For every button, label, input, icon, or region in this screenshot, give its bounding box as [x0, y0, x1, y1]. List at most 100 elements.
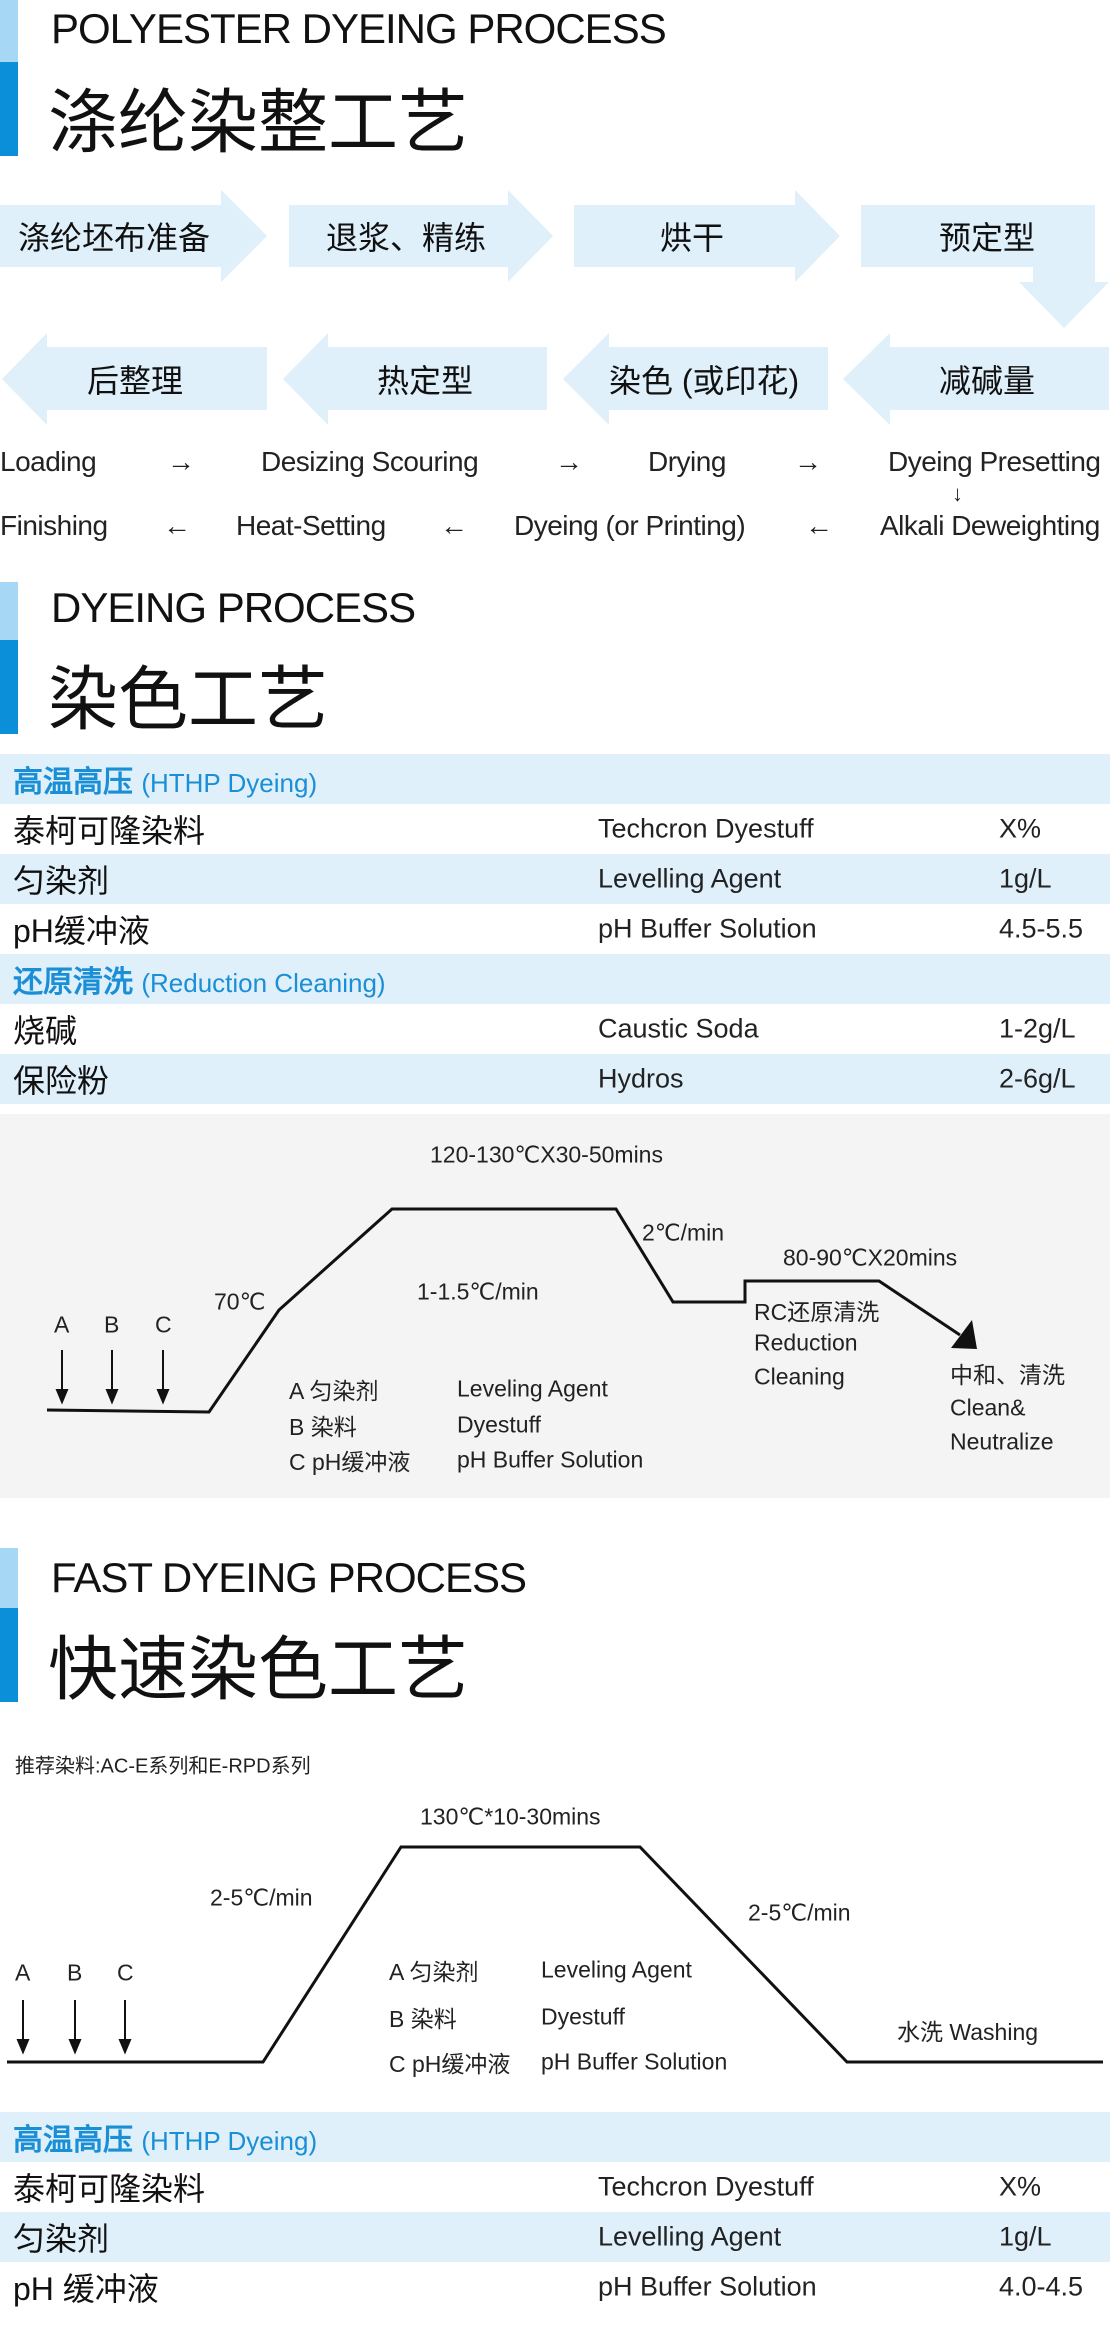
legend-cn: A 匀染剂 [289, 1378, 379, 1404]
ramp-rate-label: 2-5℃/min [210, 1884, 313, 1911]
section-bar-dark [0, 640, 18, 734]
cell-value: 1g/L [999, 863, 1052, 894]
cell-en: Hydros [598, 1063, 684, 1094]
arrow-down-icon [68, 2039, 82, 2055]
flow-step-en: Drying [648, 446, 726, 477]
cell-value: 2-6g/L [999, 1063, 1076, 1094]
rc-temp-label: 80-90℃X20mins [783, 1244, 958, 1271]
group-title-cn: 还原清洗 [13, 966, 133, 999]
group-title-cn: 高温高压 [13, 766, 133, 799]
cell-cn: 泰柯可隆染料 [13, 2171, 206, 2207]
section-title-cn: 快速染色工艺 [48, 1630, 468, 1709]
table-row: 保险粉 Hydros 2-6g/L [0, 1054, 1110, 1104]
flow-step-en: Dyeing (or Printing) [514, 510, 746, 541]
flow-arrow-2 [289, 190, 553, 282]
cell-en: Levelling Agent [598, 2221, 782, 2252]
flow-arrow-7 [283, 333, 547, 425]
group-title-en: (HTHP Dyeing) [141, 2126, 318, 2156]
arrow-right-icon: → [555, 446, 583, 477]
cell-cn: pH 缓冲液 [13, 2271, 159, 2307]
section-title-en: DYEING PROCESS [51, 584, 416, 631]
arrow-right-icon: → [167, 446, 195, 477]
legend-cn: B 染料 [389, 2006, 457, 2032]
flow-step-cn: 烘干 [660, 220, 725, 256]
cell-en: Levelling Agent [598, 863, 782, 894]
flow-step-en: Dyeing Presetting [888, 446, 1101, 477]
rc-label-cn: RC还原清洗 [754, 1299, 880, 1325]
flow-arrow-1 [0, 190, 267, 282]
arrow-right-icon: → [794, 446, 822, 477]
flow-step-en: Finishing [0, 510, 108, 541]
cell-value: X% [999, 2171, 1042, 2202]
marker-a: A [15, 1959, 31, 1986]
cell-cn: 匀染剂 [13, 2221, 110, 2257]
table-row: 泰柯可隆染料 Techcron Dyestuff X% [0, 2162, 1110, 2212]
section-bar-light [0, 1548, 18, 1608]
arrow-left-icon: ← [805, 510, 833, 541]
dyeing-curve-panel [0, 1114, 1110, 1498]
end-label-en: Neutralize [950, 1428, 1054, 1455]
marker-c: C [117, 1959, 134, 1986]
cell-cn: 匀染剂 [13, 863, 110, 899]
cell-en: Techcron Dyestuff [598, 813, 814, 844]
table-group-header: 还原清洗 (Reduction Cleaning) [0, 954, 1110, 1004]
flow-step-cn: 染色 (或印花) [609, 363, 800, 399]
cell-cn: 泰柯可隆染料 [13, 813, 206, 849]
flow-arrow-4 [861, 205, 1109, 328]
flow-step-en: Alkali Deweighting [880, 510, 1100, 541]
flow-arrows [0, 190, 1109, 425]
table-row: pH缓冲液 pH Buffer Solution 4.5-5.5 [0, 904, 1110, 954]
marker-b: B [104, 1311, 120, 1338]
section-bar-light [0, 0, 18, 62]
cell-cn: 烧碱 [13, 1013, 78, 1049]
flow-step-cn: 预定型 [939, 220, 1036, 256]
marker-b: B [67, 1959, 83, 1986]
marker-a: A [54, 1311, 70, 1338]
flow-step-en: Loading [0, 446, 97, 477]
cell-en: Caustic Soda [598, 1013, 759, 1044]
cool-rate-label: 2-5℃/min [748, 1899, 851, 1926]
rc-label-en: Reduction [754, 1329, 858, 1356]
legend-en: pH Buffer Solution [457, 1446, 644, 1473]
rc-label-en: Cleaning [754, 1363, 845, 1390]
table-row: pH 缓冲液 pH Buffer Solution 4.0-4.5 [0, 2262, 1110, 2312]
section-title-en: POLYESTER DYEING PROCESS [51, 5, 667, 52]
legend-en: Leveling Agent [457, 1375, 608, 1402]
cell-cn: 保险粉 [13, 1063, 110, 1099]
arrow-left-icon: ← [163, 510, 191, 541]
flow-step-cn: 涤纶坯布准备 [18, 220, 211, 256]
section-title-cn: 染色工艺 [48, 660, 328, 739]
group-title-en: (HTHP Dyeing) [141, 768, 318, 798]
arrow-down-icon [16, 2039, 30, 2055]
table-group-header: 高温高压 (HTHP Dyeing) [0, 754, 1110, 804]
legend-cn: B 染料 [289, 1414, 357, 1440]
section-bar-dark [0, 1608, 18, 1702]
arrow-down-icon: ↓ [952, 481, 963, 506]
table-row: 匀染剂 Levelling Agent 1g/L [0, 2212, 1110, 2262]
arrow-down-icon [118, 2039, 132, 2055]
flow-arrow-8 [2, 333, 267, 425]
section-title-cn: 涤纶染整工艺 [48, 83, 468, 162]
hold-label: 120-130℃X30-50mins [430, 1141, 663, 1168]
flow-step-en: Heat-Setting [236, 510, 386, 541]
ramp-rate-label: 1-1.5℃/min [417, 1278, 539, 1305]
end-label-en: Clean& [950, 1394, 1026, 1421]
flow-arrow-5 [843, 333, 1109, 425]
section-bar-dark [0, 62, 18, 156]
section-bar-light [0, 582, 18, 640]
cool-rate-label: 2℃/min [642, 1219, 725, 1246]
group-title-cn: 高温高压 [13, 2124, 133, 2157]
table-group-header: 高温高压 (HTHP Dyeing) [0, 2112, 1110, 2162]
end-label: 水洗 Washing [897, 2019, 1039, 2045]
legend-cn: C pH缓冲液 [389, 2051, 511, 2077]
hold-label: 130℃*10-30mins [420, 1803, 601, 1830]
legend-en: Leveling Agent [541, 1956, 692, 1983]
legend-cn: A 匀染剂 [389, 1959, 479, 1985]
table-row: 泰柯可隆染料 Techcron Dyestuff X% [0, 804, 1110, 854]
cell-en: pH Buffer Solution [598, 2271, 817, 2302]
start-temp-label: 70℃ [214, 1288, 266, 1315]
flow-arrow-3 [574, 190, 840, 282]
end-label-cn: 中和、清洗 [950, 1362, 1065, 1388]
section-title-en: FAST DYEING PROCESS [51, 1554, 527, 1601]
cell-value: 1-2g/L [999, 1013, 1076, 1044]
